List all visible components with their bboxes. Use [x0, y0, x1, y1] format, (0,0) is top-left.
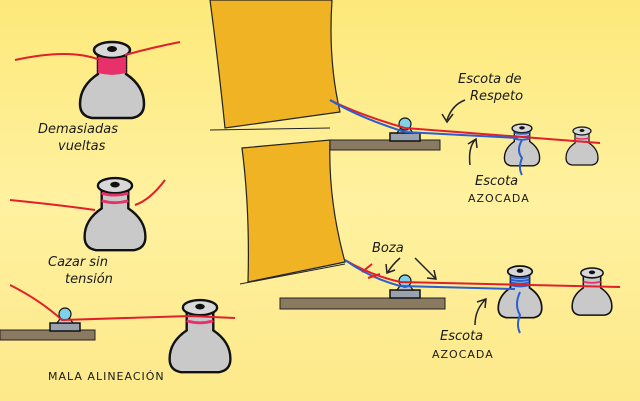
- winch-bottom-azocada: [497, 265, 543, 319]
- line-wrap: [97, 64, 127, 70]
- label-escota-azocada-bottom-2: AZOCADA: [432, 348, 494, 361]
- sail-top: [209, 0, 341, 129]
- deck-bottom: [279, 297, 446, 310]
- line-wrap: [97, 59, 127, 65]
- label-escota-azocada-bottom: Escota: [440, 329, 483, 344]
- sheet-lines: [9, 41, 621, 334]
- label-no-tension: Cazar sin: [48, 255, 108, 270]
- line-wrap: [101, 191, 129, 197]
- line-wrap: [97, 69, 127, 75]
- annotation-arrows: [385, 99, 487, 326]
- line-wrap: [583, 280, 601, 284]
- winch-top-respeto: [565, 126, 599, 166]
- winch-top-azocada: [503, 123, 541, 167]
- label-boza: Boza: [372, 241, 404, 256]
- label-escota-respeto-2: Respeto: [470, 89, 523, 104]
- deck-left: [0, 329, 96, 341]
- label-too-many-turns: Demasiadas: [38, 122, 118, 137]
- line-wrap: [510, 275, 530, 280]
- label-escota-azocada-top-2: AZOCADA: [468, 192, 530, 205]
- deck-top: [329, 139, 441, 151]
- winch-misalignment: [168, 298, 232, 374]
- label-misalignment: MALA ALINEACIÓN: [48, 370, 165, 383]
- winch-no-tension: [83, 176, 147, 252]
- line-wrap: [186, 319, 214, 325]
- label-escota-respeto: Escota de: [458, 72, 522, 87]
- line-wrap: [97, 56, 127, 62]
- line-wrap: [101, 199, 129, 205]
- line-wrap: [514, 132, 530, 135]
- winch-bottom-respeto: [571, 267, 613, 316]
- line-wrap: [510, 281, 530, 285]
- label-escota-azocada-top: Escota: [475, 174, 518, 189]
- line-wrap: [510, 278, 530, 282]
- line-wrap: [514, 137, 530, 141]
- label-no-tension-2: tensión: [65, 272, 113, 287]
- winch-too-many-turns: [78, 40, 146, 120]
- line-wrap: [97, 67, 127, 73]
- line-wrap: [574, 137, 590, 140]
- sail-bottom: [241, 139, 346, 283]
- label-too-many-turns-2: vueltas: [58, 139, 106, 154]
- line-wrap: [97, 61, 127, 67]
